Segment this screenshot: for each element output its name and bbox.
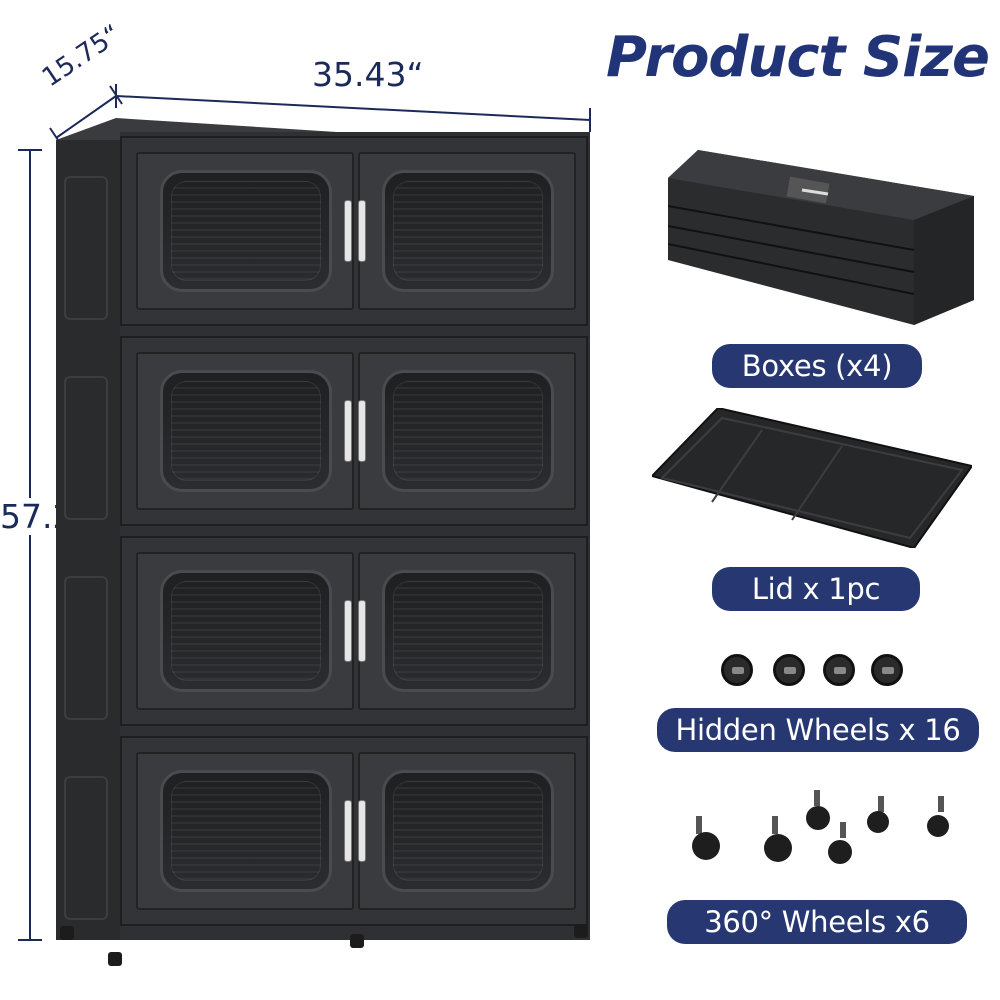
cabinet-door — [136, 752, 354, 910]
door-handle — [358, 800, 366, 862]
casters-label: 360° Wheels x6 — [667, 900, 967, 944]
cabinet-side-panel — [56, 140, 122, 940]
cabinet-door — [358, 352, 576, 510]
caster-wheel-icon — [806, 790, 830, 830]
boxes-label: Boxes (x4) — [712, 344, 922, 388]
door-handle — [358, 400, 366, 462]
cabinet-door — [136, 352, 354, 510]
lid-label: Lid x 1pc — [712, 567, 920, 611]
door-handle — [358, 600, 366, 662]
width-label: 35.43“ — [312, 55, 424, 94]
cabinet-module — [120, 536, 588, 726]
cabinet-door — [358, 752, 576, 910]
cabinet-wheel — [108, 952, 122, 966]
cabinet-wheel — [574, 924, 588, 938]
cabinet-door — [358, 552, 576, 710]
caster-wheel-icon — [692, 816, 720, 860]
cabinet-module — [120, 736, 588, 926]
cabinet-module — [120, 136, 588, 326]
hidden-wheel-icon — [773, 654, 805, 686]
lid-image — [652, 408, 972, 548]
door-handle — [344, 200, 352, 262]
hidden-wheel-icon — [823, 654, 855, 686]
hidden-wheel-icon — [721, 654, 753, 686]
page-title: Product Size — [606, 25, 990, 90]
cabinet-wheel — [350, 934, 364, 948]
cabinet-module — [120, 336, 588, 526]
cabinet-image — [56, 118, 590, 966]
door-handle — [358, 200, 366, 262]
caster-wheel-icon — [828, 822, 852, 864]
cabinet-door — [358, 152, 576, 310]
door-handle — [344, 800, 352, 862]
hidden-wheel-icon — [871, 654, 903, 686]
folded-boxes-image — [668, 150, 974, 325]
cabinet-wheel — [60, 926, 74, 940]
cabinet-door — [136, 152, 354, 310]
door-handle — [344, 400, 352, 462]
door-handle — [344, 600, 352, 662]
caster-wheel-icon — [867, 796, 889, 833]
cabinet-door — [136, 552, 354, 710]
caster-wheel-icon — [764, 816, 792, 862]
caster-wheel-icon — [927, 796, 949, 837]
hidden-wheels-label: Hidden Wheels x 16 — [657, 708, 979, 752]
caster-wheels-image — [692, 790, 949, 864]
